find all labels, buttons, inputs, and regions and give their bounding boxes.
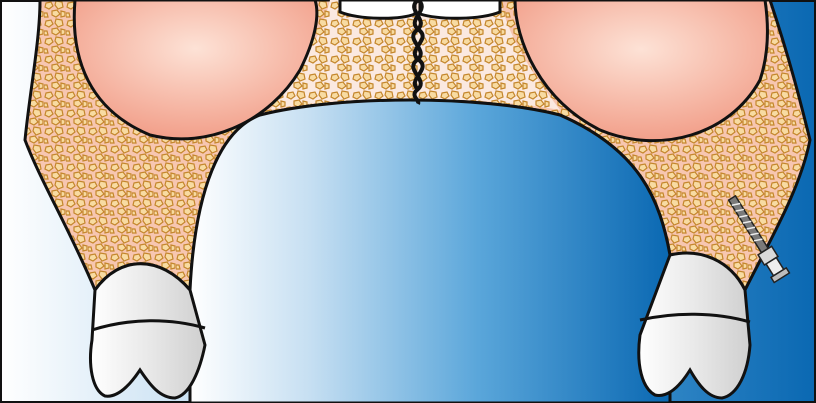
palatal-vault [190,100,670,403]
nasal-floor-right [420,0,500,18]
nasal-floor-left [340,0,415,18]
